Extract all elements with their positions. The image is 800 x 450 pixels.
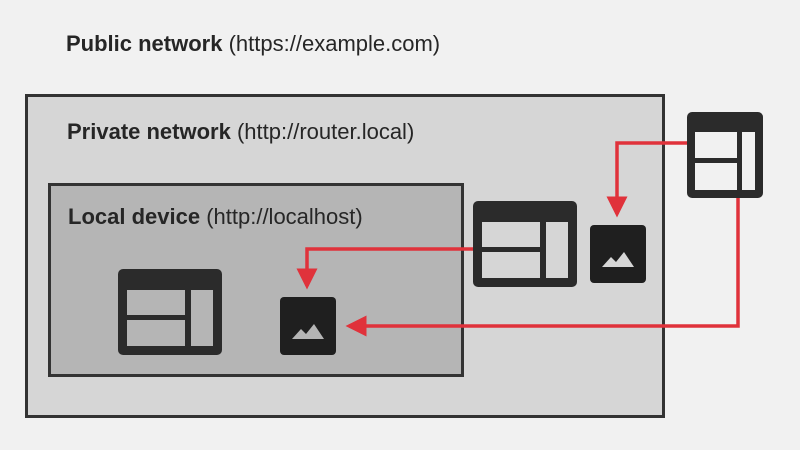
public-network-label: Public network (https://example.com) <box>66 31 440 57</box>
private-network-url: (http://router.local) <box>236 119 415 144</box>
browser-window-icon <box>118 269 222 355</box>
private-network-name: Private network <box>67 119 231 144</box>
local-device-label: Local device (http://localhost) <box>68 204 363 230</box>
request-arrow-private-to-local-image <box>296 247 473 290</box>
browser-window-icon <box>473 201 577 287</box>
private-network-label: Private network (http://router.local) <box>67 119 414 145</box>
image-icon <box>590 225 646 283</box>
image-icon <box>280 297 336 355</box>
local-device-zone <box>48 183 464 377</box>
local-device-name: Local device <box>68 204 201 229</box>
request-arrow-public-to-private-image <box>606 141 687 218</box>
public-network-url: (https://example.com) <box>228 31 441 56</box>
public-network-name: Public network <box>66 31 223 56</box>
local-device-url: (http://localhost) <box>206 204 363 229</box>
browser-window-icon <box>687 112 763 198</box>
request-arrow-public-to-local-image <box>345 198 740 337</box>
